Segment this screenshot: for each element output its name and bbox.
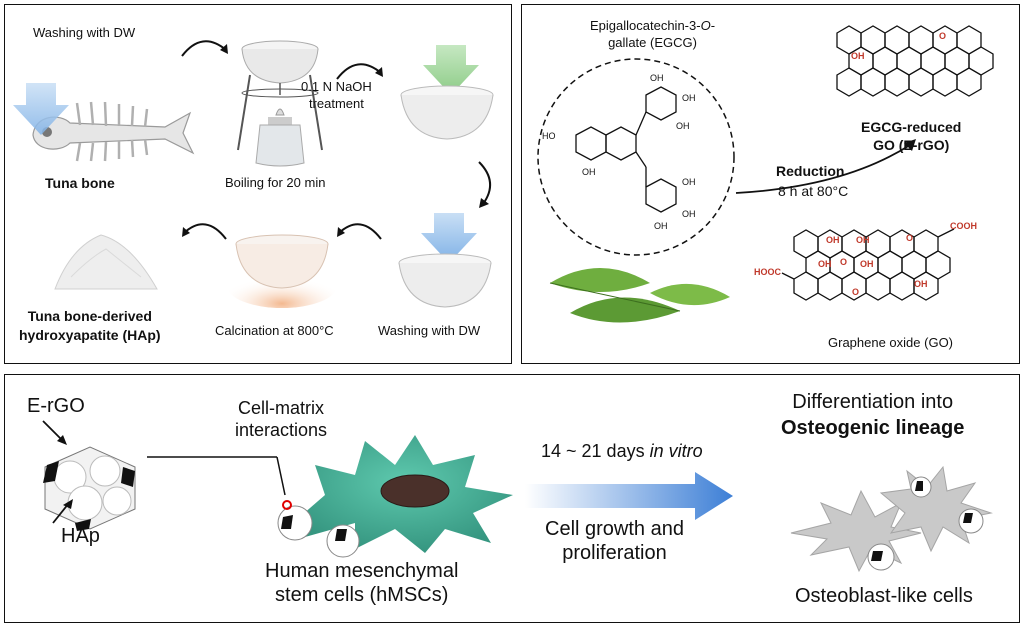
washing-label-1: Washing with DW (33, 25, 136, 40)
curved-arrow-2 (336, 63, 383, 80)
boiling-label: Boiling for 20 min (225, 175, 326, 190)
egcg-label: Epigallocatechin-3-O- gallate (EGCG) (590, 17, 715, 51)
boiling-apparatus (237, 40, 323, 167)
hmsc-label: Human mesenchymal stem cells (hMSCs) (265, 559, 458, 607)
egcg-ho: HO (542, 131, 556, 141)
ergo-sheet: OH O (836, 25, 994, 97)
egcg-line1-end: - (710, 18, 716, 33)
growth-line2: proliferation (562, 542, 667, 564)
egcg-line1-italic: O (700, 18, 711, 33)
ergo-oh: OH (851, 51, 865, 61)
cell-matrix-line2: interactions (235, 420, 328, 440)
go-o-1: O (906, 233, 913, 243)
egcg-oh-4: OH (676, 121, 690, 131)
go-cooh: COOH (950, 221, 977, 231)
osteoblast-label: Osteoblast-like cells (795, 585, 973, 607)
ergo-o: O (939, 31, 946, 41)
differentiation-line2: Osteogenic lineage (781, 417, 965, 439)
go-oh-5: OH (914, 279, 928, 289)
cell-matrix-line1: Cell-matrix (238, 398, 325, 418)
differentiation-label: Differentiation into Osteogenic lineage (781, 389, 964, 441)
panel-cell-differentiation: E-rGO HAp Cell-matrix interactions (4, 374, 1020, 623)
naoh-line2: treatment (308, 96, 364, 111)
go-oh-3: OH (818, 259, 832, 269)
calcination-label: Calcination at 800°C (215, 323, 334, 338)
egcg-oh-2: OH (650, 73, 664, 83)
culture-days-label: 14 ~ 21 days in vitro (541, 441, 703, 462)
hmsc-cell (277, 435, 513, 558)
curved-arrow-5 (182, 223, 227, 240)
go-label: Graphene oxide (GO) (828, 335, 954, 350)
differentiation-line1: Differentiation into (792, 391, 954, 413)
hap-line1: Tuna bone-derived (27, 308, 152, 324)
reduction-arrow (735, 139, 916, 194)
cell-matrix-label: Cell-matrix interactions (235, 397, 327, 441)
egcg-oh-3: OH (682, 93, 696, 103)
bowl-naoh (400, 85, 494, 140)
go-o-2: O (840, 257, 847, 267)
tea-leaves (549, 268, 730, 323)
curved-arrow-4 (337, 223, 382, 240)
tuna-bone-label: Tuna bone (45, 175, 115, 191)
hap-line2: hydroxyapatite (HAp) (19, 327, 161, 343)
egcg-oh-1: OH (582, 167, 596, 177)
culture-arrow (525, 472, 733, 520)
growth-label: Cell growth and proliferation (545, 517, 684, 565)
culture-days: 14 ~ 21 days (541, 441, 650, 461)
egcg-oh-5: OH (682, 177, 696, 187)
bowl-washing (398, 253, 492, 308)
reduction-label: Reduction (776, 163, 845, 179)
osteoblast-cells (790, 465, 993, 573)
curved-arrow-1 (181, 40, 228, 57)
hap-label: Tuna bone-derived hydroxyapatite (HAp) (19, 307, 161, 345)
green-down-arrow (423, 45, 479, 95)
hap-pointer (52, 499, 73, 524)
egcg-line2: gallate (EGCG) (608, 35, 697, 50)
culture-in-vitro: in vitro (649, 441, 703, 461)
curved-arrow-3 (478, 161, 491, 208)
reduction-conditions: 8 h at 80°C (778, 183, 849, 199)
egcg-line1-text: Epigallocatechin-3- (590, 18, 701, 33)
egcg-oh-6: OH (682, 209, 696, 219)
panel-ergo-synthesis: Epigallocatechin-3-O- gallate (EGCG) HO … (521, 4, 1020, 364)
panel-hap-preparation: Washing with DW Tuna bone Boiling for 20… (4, 4, 512, 364)
hap-tag: HAp (61, 525, 100, 547)
go-oh-1: OH (826, 235, 840, 245)
go-oh-2: OH (856, 235, 870, 245)
ergo-tag: E-rGO (27, 395, 85, 417)
scaffold-cube (43, 446, 136, 531)
bowl-calcination (227, 234, 337, 308)
naoh-label: 0.1 N NaOH treatment (301, 78, 372, 112)
egcg-oh-7: OH (654, 221, 668, 231)
hmsc-line2: stem cells (hMSCs) (275, 584, 449, 606)
hmsc-line1: Human mesenchymal (265, 560, 459, 582)
egcg-line1: Epigallocatechin-3-O- (590, 18, 715, 33)
blue-down-arrow-1 (13, 83, 69, 135)
go-sheet: COOH HOOC OH OH OH OH OH O O O (754, 221, 977, 301)
ergo-pointer (42, 420, 67, 445)
ergo-line1: EGCG-reduced (861, 119, 962, 135)
washing-label-2: Washing with DW (378, 323, 481, 338)
go-oh-4: OH (860, 259, 874, 269)
egcg-molecule: HO OH OH OH OH OH OH OH (537, 58, 735, 256)
blue-down-arrow-2 (421, 213, 477, 263)
go-o-3: O (852, 287, 859, 297)
go-hooc: HOOC (754, 267, 782, 277)
connector-line (147, 456, 286, 496)
growth-line1: Cell growth and (545, 518, 684, 540)
naoh-line1: 0.1 N NaOH (301, 79, 372, 94)
hap-powder (54, 234, 158, 290)
